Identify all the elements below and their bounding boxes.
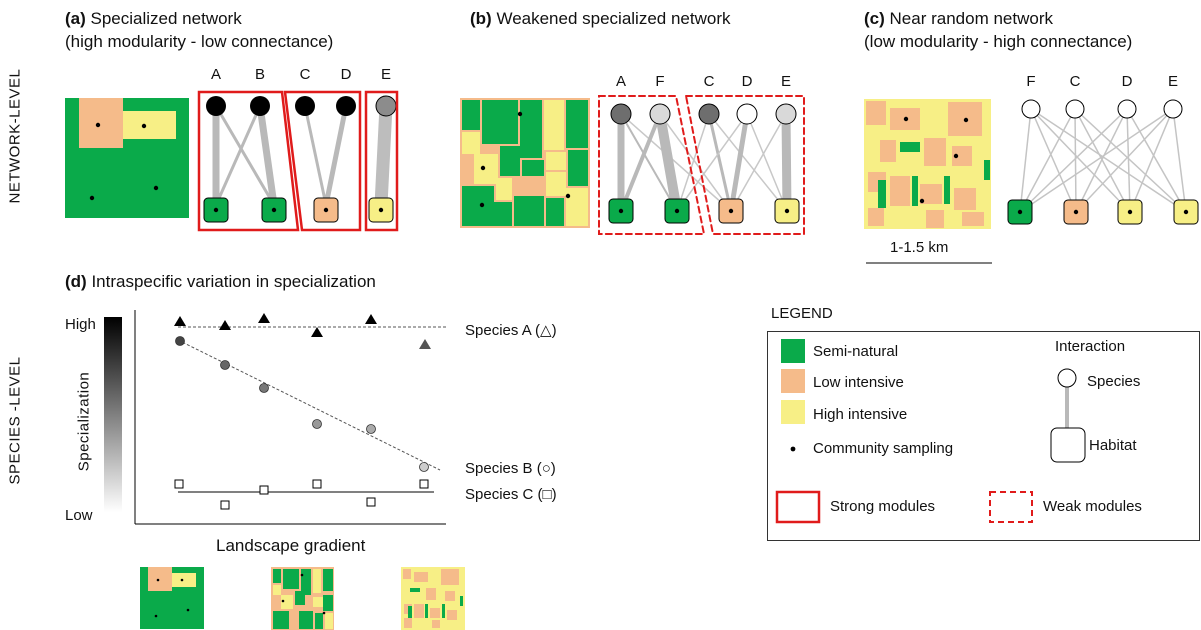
legend-habitat: Habitat <box>1089 437 1137 454</box>
legend-title: LEGEND <box>771 305 833 322</box>
trend-lines <box>177 326 446 493</box>
panel-d-title: (d) Intraspecific variation in specializ… <box>65 272 376 291</box>
legend-strong: Strong modules <box>830 498 936 515</box>
species-label: D <box>340 66 352 83</box>
x-axis-label: Landscape gradient <box>216 536 366 555</box>
species-label: D <box>1121 73 1133 90</box>
legend-weak: Weak modules <box>1043 498 1142 515</box>
y-high-label: High <box>65 316 96 333</box>
network-c <box>1019 108 1187 213</box>
panel-a-subtitle: (high modularity - low connectance) <box>65 32 334 51</box>
landscape-b <box>460 98 590 228</box>
series-label-c: Species C (□) <box>465 486 557 503</box>
landscape-c <box>864 99 992 264</box>
panel-c-subtitle: (low modularity - high connectance) <box>864 32 1133 51</box>
legend-low-intensive: Low intensive <box>813 374 904 391</box>
species-label: C <box>703 73 715 90</box>
mini-landscape-3 <box>401 567 465 630</box>
legend <box>767 331 1200 541</box>
species-label: D <box>741 73 753 90</box>
species-label: A <box>615 73 626 90</box>
species-label: E <box>1167 73 1178 90</box>
panel-a-title: (a) Specialized network <box>65 9 242 28</box>
semi-natural-swatch <box>781 339 805 363</box>
mini-landscape-2 <box>271 567 334 630</box>
specialization-gradient-bar <box>104 317 122 512</box>
y-low-label: Low <box>65 507 93 524</box>
legend-sampling: Community sampling <box>813 440 954 457</box>
series-label-b: Species B (○) <box>465 460 556 477</box>
species-b-points <box>175 336 429 472</box>
panel-c-title: (c) Near random network <box>864 9 1053 28</box>
legend-species: Species <box>1087 373 1141 390</box>
legend-graphics <box>775 368 1086 524</box>
panel-b-title: (b) Weakened specialized network <box>470 9 731 28</box>
network-a <box>197 90 399 232</box>
high-intensive-swatch <box>781 400 805 424</box>
species-label: C <box>1069 73 1081 90</box>
species-a-points <box>174 313 431 349</box>
legend-interaction: Interaction <box>1055 338 1126 355</box>
landscape-a <box>65 98 189 218</box>
series-label-a: Species A (△) <box>465 322 557 339</box>
species-c-points <box>174 479 429 510</box>
legend-semi-natural: Semi-natural <box>813 343 899 360</box>
species-label: E <box>780 73 791 90</box>
species-label: F <box>1026 73 1036 90</box>
plot-axes <box>134 310 446 525</box>
species-label: B <box>254 66 265 83</box>
network-c-nodes <box>1007 99 1199 225</box>
species-label: C <box>299 66 311 83</box>
species-label: F <box>655 73 665 90</box>
mini-landscape-1 <box>140 567 204 629</box>
low-intensive-swatch <box>781 369 805 393</box>
species-label: A <box>210 66 221 83</box>
network-b <box>598 95 805 235</box>
legend-high-intensive: High intensive <box>813 406 908 423</box>
scale-label: 1-1.5 km <box>890 239 949 256</box>
species-label: E <box>380 66 391 83</box>
